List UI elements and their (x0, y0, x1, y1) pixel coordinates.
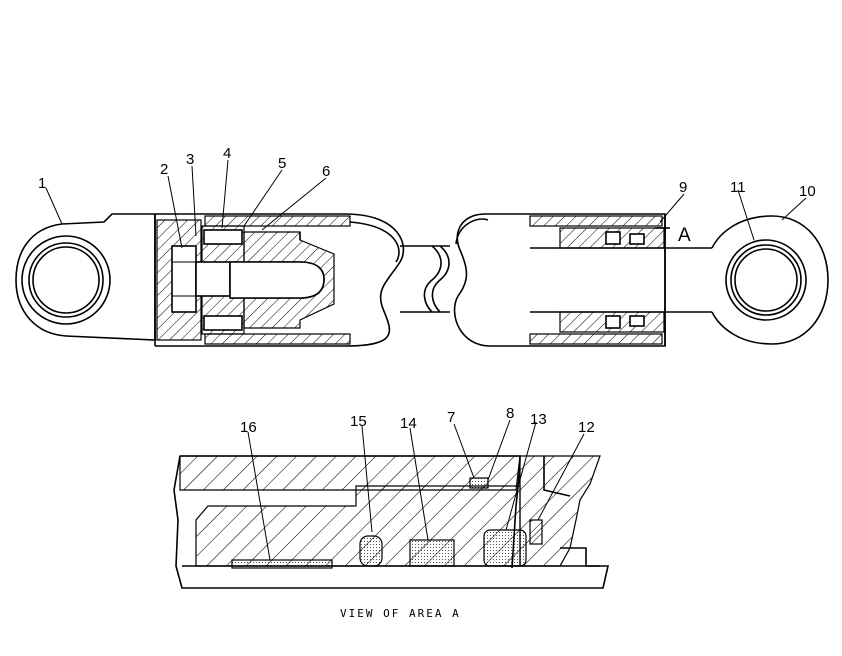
callout-2: 2 (160, 161, 168, 178)
area-marker-a: A (678, 225, 691, 246)
rod-end-eye (711, 215, 829, 345)
callout-7: 7 (447, 409, 455, 426)
callout-15: 15 (350, 413, 367, 430)
callout-leaders-detail (247, 419, 585, 561)
rod-extension (530, 247, 712, 313)
callout-14: 14 (400, 415, 417, 432)
rod-end-tube (453, 213, 670, 347)
callout-11: 11 (730, 179, 746, 196)
callout-10: 10 (799, 183, 816, 200)
callout-3: 3 (186, 151, 194, 168)
piston-rod (400, 245, 450, 313)
callout-1: 1 (38, 175, 46, 192)
cylinder-main-view: A (15, 213, 829, 347)
callout-16: 16 (240, 419, 257, 436)
callout-8: 8 (506, 405, 514, 422)
cylinder-barrel (154, 213, 405, 347)
callout-4: 4 (223, 145, 231, 162)
detail-view-area-a (173, 455, 610, 589)
callout-13: 13 (530, 411, 547, 428)
callout-leaders-top (45, 159, 807, 249)
head-block (156, 219, 335, 341)
callout-12: 12 (578, 419, 595, 436)
head-end-eye (15, 213, 156, 341)
callout-9: 9 (679, 179, 687, 196)
callout-5: 5 (278, 155, 286, 172)
callout-6: 6 (322, 163, 330, 180)
callout-numbers: 1 2 3 4 5 6 9 11 10 16 15 14 7 8 13 12 (38, 145, 816, 436)
detail-caption: VIEW OF AREA A (340, 607, 461, 620)
